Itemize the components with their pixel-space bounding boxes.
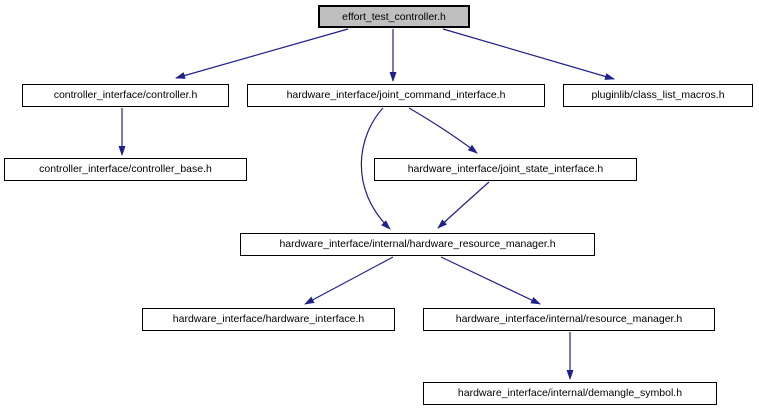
node-controller[interactable]: controller_interface/controller.h <box>22 84 229 107</box>
edge-effort-to-class-list-macros <box>442 28 615 80</box>
node-joint-command-interface[interactable]: hardware_interface/joint_command_interfa… <box>247 84 545 107</box>
edge-joint-command-to-joint-state <box>408 107 478 154</box>
edge-effort-to-controller <box>175 28 349 79</box>
node-joint-state-interface[interactable]: hardware_interface/joint_state_interface… <box>374 158 637 181</box>
edge-hrm-to-resource-manager <box>440 256 541 305</box>
node-hardware-interface[interactable]: hardware_interface/hardware_interface.h <box>142 308 395 331</box>
node-resource-manager[interactable]: hardware_interface/internal/resource_man… <box>423 308 715 331</box>
edge-joint-state-to-hrm <box>437 181 490 229</box>
node-class-list-macros[interactable]: pluginlib/class_list_macros.h <box>563 84 753 107</box>
node-demangle-symbol[interactable]: hardware_interface/internal/demangle_sym… <box>423 382 717 405</box>
node-effort-test-controller: effort_test_controller.h <box>318 5 470 28</box>
node-hardware-resource-manager[interactable]: hardware_interface/internal/hardware_res… <box>240 233 595 256</box>
node-controller-base[interactable]: controller_interface/controller_base.h <box>4 158 247 181</box>
edge-hrm-to-hardware-interface <box>304 256 394 305</box>
